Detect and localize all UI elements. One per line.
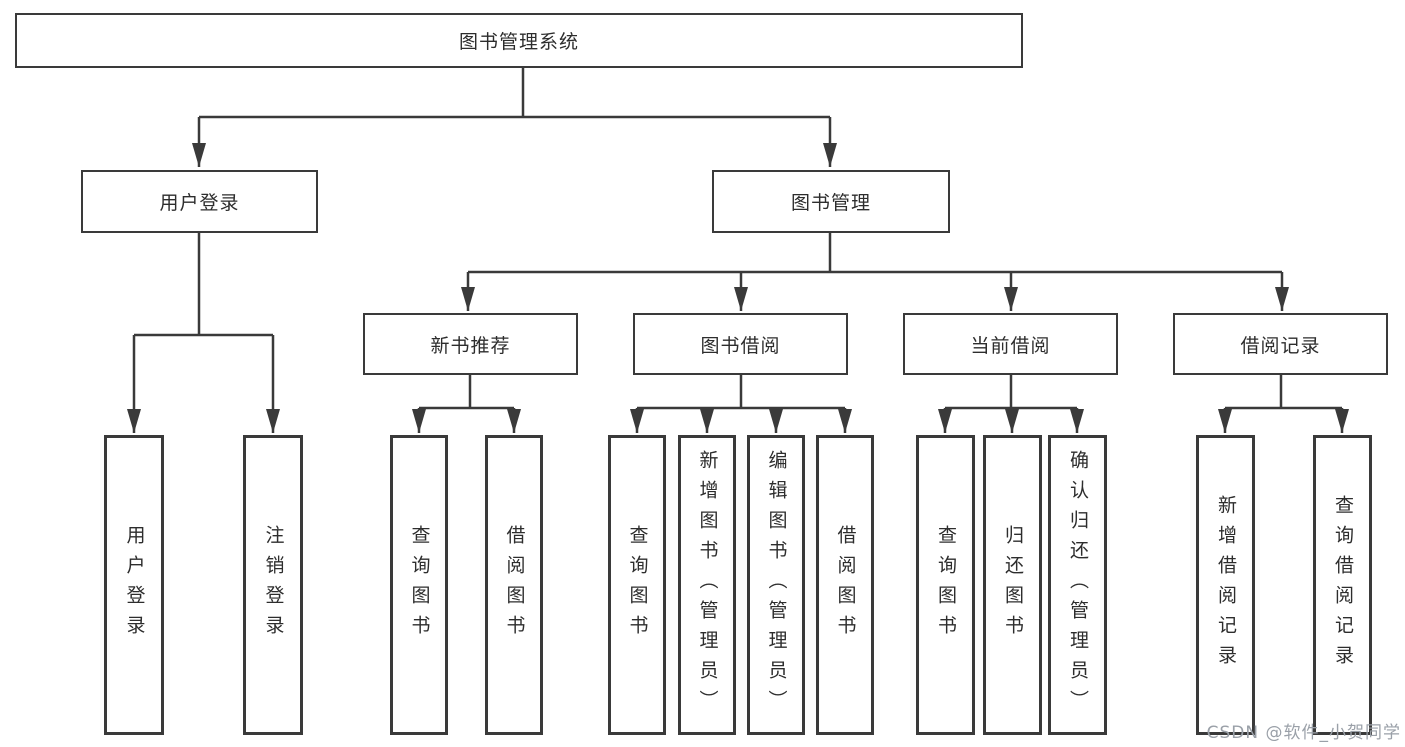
- leaf-box-logout: 注销登录: [243, 435, 303, 735]
- leaf-box-add-book-admin: 新增图书（管理员）: [678, 435, 736, 735]
- leaf-box-confirm-return-admin-label: 确认归还（管理员）: [1067, 450, 1089, 720]
- level3-box-borrow-records-label: 借阅记录: [1240, 334, 1321, 357]
- leaf-box-add-borrow-record: 新增借阅记录: [1196, 435, 1255, 735]
- leaf-box-query-books-current: 查询图书: [916, 435, 975, 735]
- level2-box-user-login: 用户登录: [81, 170, 318, 233]
- leaf-box-borrow-books-recommend-label: 借阅图书: [503, 525, 526, 645]
- root-box-library-system: 图书管理系统: [15, 13, 1023, 68]
- level2-box-book-management: 图书管理: [712, 170, 950, 233]
- level3-box-current-borrow: 当前借阅: [903, 313, 1118, 375]
- leaf-box-add-borrow-record-label: 新增借阅记录: [1215, 495, 1237, 675]
- leaf-box-edit-book-admin: 编辑图书（管理员）: [747, 435, 805, 735]
- leaf-box-query-books-recommend: 查询图书: [390, 435, 448, 735]
- level3-box-borrow-records: 借阅记录: [1173, 313, 1388, 375]
- leaf-box-user-login: 用户登录: [104, 435, 164, 735]
- leaf-box-user-login-label: 用户登录: [123, 525, 146, 645]
- level3-box-book-borrow-label: 图书借阅: [700, 334, 781, 357]
- leaf-box-edit-book-admin-label: 编辑图书（管理员）: [765, 450, 788, 720]
- level2-box-user-login-label: 用户登录: [159, 192, 240, 214]
- level3-box-current-borrow-label: 当前借阅: [970, 334, 1051, 357]
- level3-box-book-borrow: 图书借阅: [633, 313, 848, 375]
- leaf-box-borrow-books-recommend: 借阅图书: [485, 435, 543, 735]
- leaf-box-confirm-return-admin: 确认归还（管理员）: [1048, 435, 1107, 735]
- leaf-box-add-book-admin-label: 新增图书（管理员）: [696, 450, 719, 720]
- level3-box-new-book-recommend: 新书推荐: [363, 313, 578, 375]
- leaf-box-logout-label: 注销登录: [262, 525, 285, 645]
- level3-box-new-book-recommend-label: 新书推荐: [430, 334, 511, 357]
- leaf-box-return-book-label: 归还图书: [1002, 525, 1024, 645]
- level2-box-book-management-label: 图书管理: [790, 192, 871, 214]
- leaf-box-query-books-borrow: 查询图书: [608, 435, 666, 735]
- leaf-box-query-borrow-record-label: 查询借阅记录: [1332, 495, 1354, 675]
- leaf-box-query-books-current-label: 查询图书: [935, 525, 957, 645]
- root-box-label: 图书管理系统: [458, 31, 579, 53]
- leaf-box-borrow-books-2-label: 借阅图书: [834, 525, 857, 645]
- watermark: CSDN @软件_小贺同学: [1206, 723, 1401, 743]
- leaf-box-return-book: 归还图书: [983, 435, 1042, 735]
- leaf-box-query-borrow-record: 查询借阅记录: [1313, 435, 1372, 735]
- leaf-box-query-books-recommend-label: 查询图书: [408, 525, 431, 645]
- leaf-box-query-books-borrow-label: 查询图书: [626, 525, 649, 645]
- leaf-box-borrow-books-2: 借阅图书: [816, 435, 874, 735]
